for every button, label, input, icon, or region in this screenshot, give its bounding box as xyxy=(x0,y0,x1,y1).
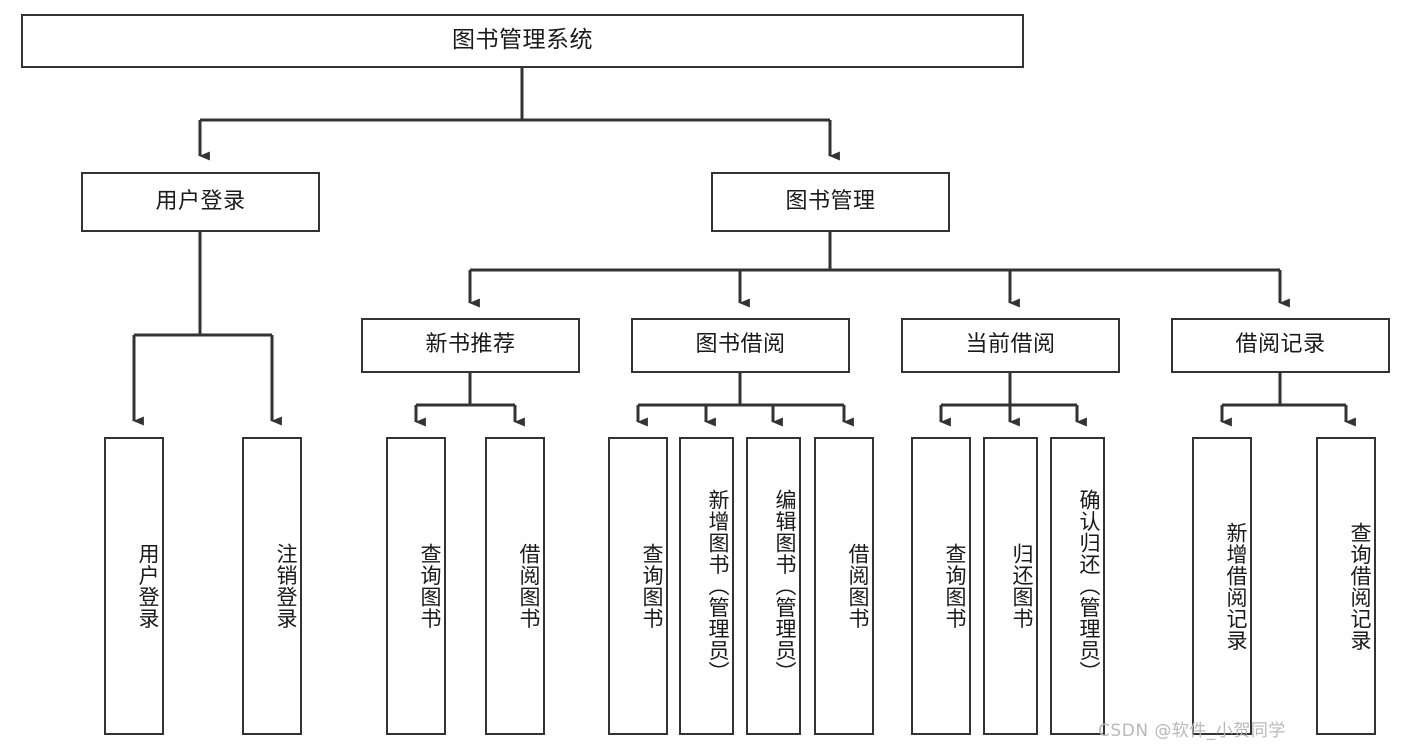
node-root-system[interactable]: 图书管理系统 xyxy=(21,14,1024,68)
node-leaf-edit-book-admin[interactable]: 编辑图书（管理员） xyxy=(746,437,801,735)
node-leaf-query-book-current[interactable]: 查询图书 xyxy=(911,437,971,735)
node-leaf-query-borrow-record[interactable]: 查询借阅记录 xyxy=(1316,437,1376,735)
node-book-borrow[interactable]: 图书借阅 xyxy=(631,318,850,373)
node-leaf-add-book-admin[interactable]: 新增图书（管理员） xyxy=(679,437,734,735)
node-leaf-query-book-borrow[interactable]: 查询图书 xyxy=(608,437,668,735)
node-book-management[interactable]: 图书管理 xyxy=(711,172,950,232)
node-leaf-borrow-book-recommend[interactable]: 借阅图书 xyxy=(485,437,545,735)
node-borrow-record[interactable]: 借阅记录 xyxy=(1171,318,1390,373)
node-user-login[interactable]: 用户登录 xyxy=(81,172,320,232)
node-leaf-return-book[interactable]: 归还图书 xyxy=(983,437,1038,735)
csdn-watermark: CSDN @软件_小贺同学 xyxy=(1098,721,1286,741)
node-leaf-query-book-recommend[interactable]: 查询图书 xyxy=(386,437,446,735)
node-leaf-user-login[interactable]: 用户登录 xyxy=(104,437,164,735)
node-new-book-recommend[interactable]: 新书推荐 xyxy=(361,318,580,373)
node-leaf-user-logout[interactable]: 注销登录 xyxy=(242,437,302,735)
node-leaf-add-borrow-record[interactable]: 新增借阅记录 xyxy=(1192,437,1252,735)
node-leaf-confirm-return-admin[interactable]: 确认归还（管理员） xyxy=(1050,437,1105,735)
node-leaf-borrow-book[interactable]: 借阅图书 xyxy=(814,437,874,735)
node-current-borrow[interactable]: 当前借阅 xyxy=(901,318,1120,373)
